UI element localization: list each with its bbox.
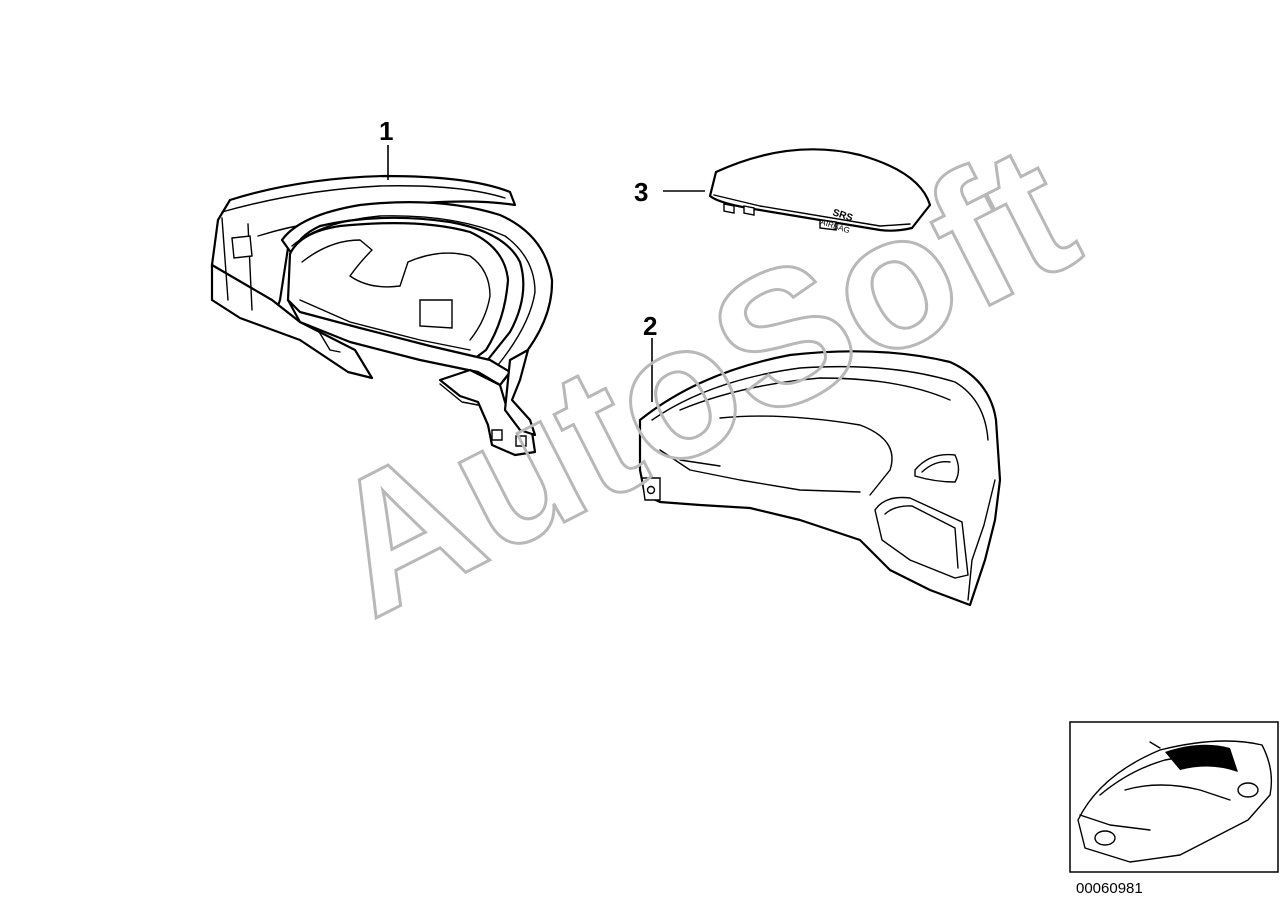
part-3-airbag-cover: SRS AIRBAG	[708, 148, 932, 235]
callout-3: 3	[634, 177, 648, 207]
callout-2: 2	[643, 311, 657, 341]
part-2-dash-trim	[638, 350, 1002, 607]
car-locator-inset	[1069, 721, 1279, 873]
document-number: 00060981	[1076, 880, 1143, 897]
highlighted-dashboard	[1165, 744, 1238, 772]
part-1-carrier	[210, 174, 554, 457]
callout-1: 1	[379, 116, 393, 146]
